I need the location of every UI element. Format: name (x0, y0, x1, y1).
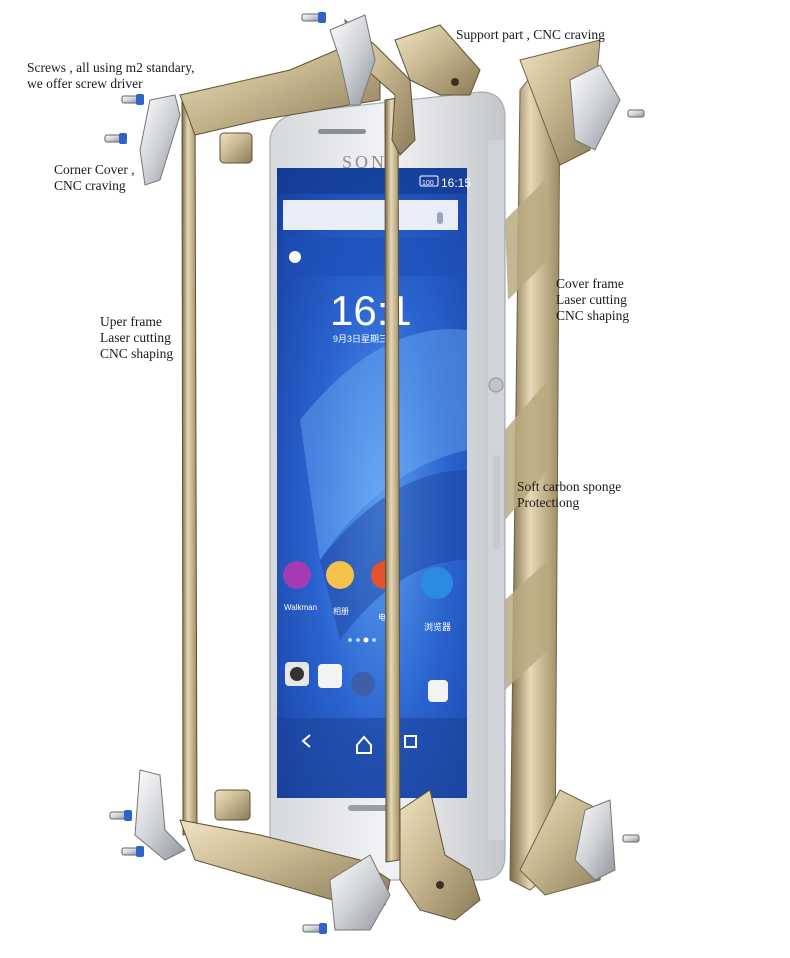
browser-icon[interactable] (421, 567, 453, 599)
back-icon[interactable] (301, 734, 311, 748)
annotation-uper-line: Laser cutting (100, 330, 171, 345)
battery-icon (419, 175, 439, 187)
annotation-cover-line: Laser cutting (556, 292, 627, 307)
recent-apps-icon[interactable] (404, 735, 417, 748)
mic-icon[interactable] (437, 212, 443, 224)
annotation-uper-frame: Uper frame Laser cutting CNC shaping (100, 314, 173, 362)
annotation-cover-line: CNC shaping (556, 308, 630, 323)
search-bar[interactable] (283, 200, 458, 230)
annotation-support-line: Support part , CNC craving (456, 27, 605, 42)
screw-icon (301, 12, 326, 23)
annotation-screws-line: we offer screw driver (27, 76, 143, 91)
messaging-icon[interactable] (318, 664, 342, 688)
annotation-screws-line: Screws , all using m2 standary, (27, 60, 195, 75)
corner-cover (134, 14, 621, 931)
clock: 16:1 (330, 287, 412, 334)
screw-icon (302, 923, 327, 934)
volume-rocker (493, 455, 500, 550)
annotation-cover-frame: Cover frame Laser cutting CNC shaping (556, 276, 629, 324)
annotation-sponge: Soft carbon sponge Protectiong (517, 479, 621, 511)
screws (104, 12, 645, 934)
status-time: 16:15 (441, 176, 471, 190)
home-icon[interactable] (356, 735, 372, 754)
power-button-icon (488, 377, 504, 393)
screw-icon (121, 846, 144, 857)
cover-frame (505, 39, 611, 896)
screw-icon (104, 133, 127, 144)
phone-icon[interactable] (428, 680, 448, 702)
baidu-icon (289, 251, 301, 263)
annotation-uper-line: Uper frame (100, 314, 162, 329)
walkman-icon[interactable] (283, 561, 311, 589)
phone-screen: 100 16:15 16:1 9月3日星期三 Walkman 相册 电 浏览器 (277, 168, 471, 798)
annotation-uper-line: CNC shaping (100, 346, 174, 361)
screw-icon (627, 109, 645, 118)
annotation-cover-line: Cover frame (556, 276, 624, 291)
annotation-support-part: Support part , CNC craving (456, 27, 605, 43)
annotation-sponge-line: Soft carbon sponge (517, 479, 622, 494)
screw-icon (622, 834, 640, 843)
app-label-album: 相册 (333, 606, 349, 616)
app-drawer-icon[interactable] (351, 672, 375, 696)
annotation-sponge-line: Protectiong (517, 495, 580, 510)
album-icon[interactable] (326, 561, 354, 589)
annotation-corner-line: CNC craving (54, 178, 126, 193)
earpiece (318, 129, 366, 134)
annotation-screws: Screws , all using m2 standary, we offer… (27, 60, 194, 92)
battery-level: 100 (422, 180, 434, 187)
annotation-corner-line: Corner Cover , (54, 162, 135, 177)
app-label-browser: 浏览器 (424, 621, 451, 632)
date: 9月3日星期三 (333, 334, 388, 344)
screw-icon (109, 810, 132, 821)
app-label-walkman: Walkman (284, 603, 317, 612)
annotation-corner-cover: Corner Cover , CNC craving (54, 162, 135, 194)
app-label-video: 电 (378, 612, 386, 622)
screw-icon (121, 94, 144, 105)
